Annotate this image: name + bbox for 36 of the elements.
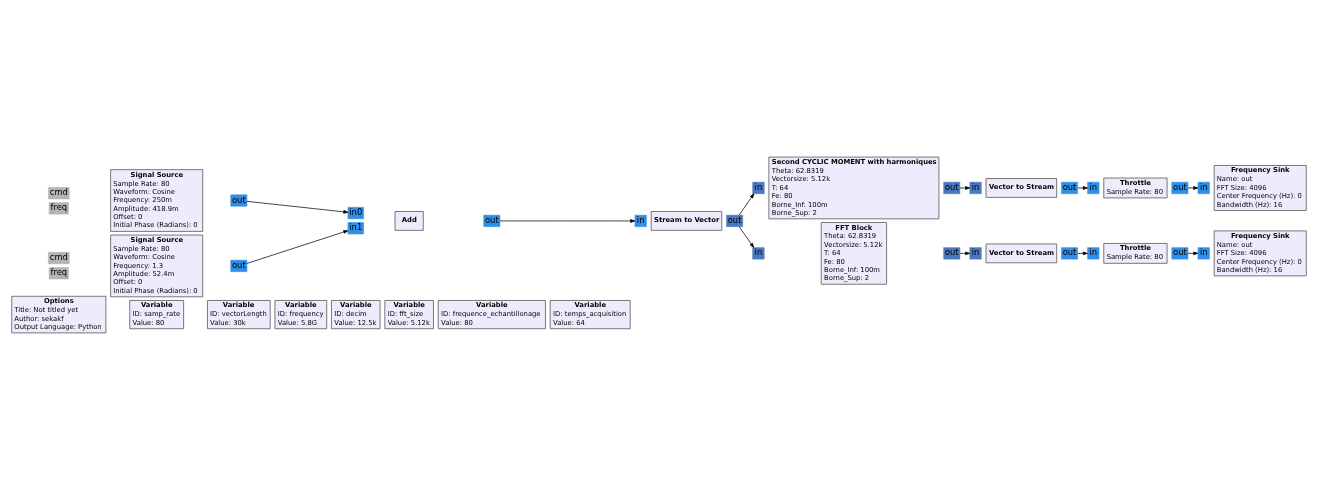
- node-box: out: [943, 181, 961, 194]
- node-box: cmd: [48, 187, 70, 200]
- node-box: freq: [48, 202, 69, 215]
- arrow: [499, 219, 636, 223]
- arrow: [738, 226, 755, 248]
- arrow: [1187, 251, 1199, 256]
- node-box: out: [1061, 247, 1078, 260]
- arrow: [246, 230, 349, 264]
- node-box: in: [1197, 247, 1210, 260]
- arrow: [959, 251, 971, 256]
- node-box: in: [752, 247, 765, 260]
- node-box: in: [752, 181, 765, 194]
- node-box: out: [943, 247, 961, 260]
- node-box: in: [969, 181, 982, 194]
- node-box: out: [1061, 181, 1078, 194]
- arrow: [959, 186, 971, 190]
- node-box: in: [1087, 247, 1100, 260]
- node-box: out: [1171, 181, 1189, 194]
- node-box: in: [1087, 181, 1100, 194]
- node-box: in1: [347, 222, 364, 235]
- node-box: freq: [48, 267, 69, 280]
- node-box: in: [1197, 181, 1210, 194]
- arrow: [246, 200, 349, 214]
- node-box: out: [726, 214, 743, 227]
- arrow: [738, 193, 755, 216]
- node-box: out: [483, 214, 501, 227]
- arrow: [1077, 251, 1088, 256]
- node-box: cmd: [48, 252, 70, 265]
- node-box: out: [230, 194, 248, 207]
- node-box: out: [1171, 247, 1189, 260]
- node-box: in: [969, 247, 982, 260]
- arrow: [1187, 186, 1199, 190]
- arrow: [1077, 186, 1088, 190]
- node-box: in0: [347, 207, 364, 220]
- node-box: in: [634, 214, 647, 227]
- node-box: out: [230, 259, 248, 272]
